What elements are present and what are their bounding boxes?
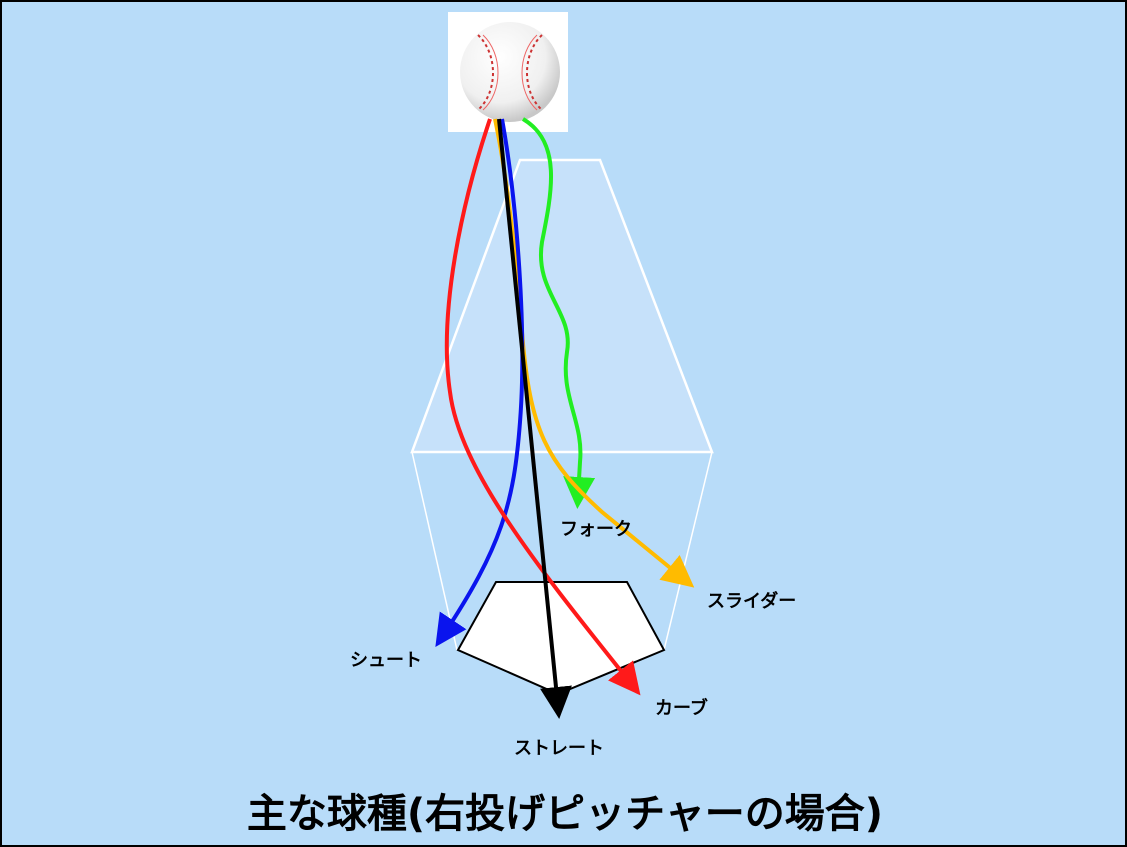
strike-zone-edge-left [411,451,458,651]
trajectory-straight [497,118,572,719]
trajectory-shoot [435,118,525,647]
pitch-label-curve: カーブ [655,697,708,719]
baseball-icon [448,12,568,132]
strike-zone-top-face [410,158,714,454]
home-plate [456,581,666,696]
pitch-label-straight: ストレート [514,738,604,759]
pitch-label-fork: フォーク [560,519,632,540]
strike-zone [410,158,714,651]
pitch-label-slider: スライダー [707,590,796,612]
pitch-label-shoot: シュート [350,650,422,671]
diagram-title: 主な球種(右投げピッチャーの場合) [247,791,883,837]
trajectory-curve [444,118,641,696]
trajectory-fork [521,117,596,509]
strike-zone-edge-right [663,451,713,651]
